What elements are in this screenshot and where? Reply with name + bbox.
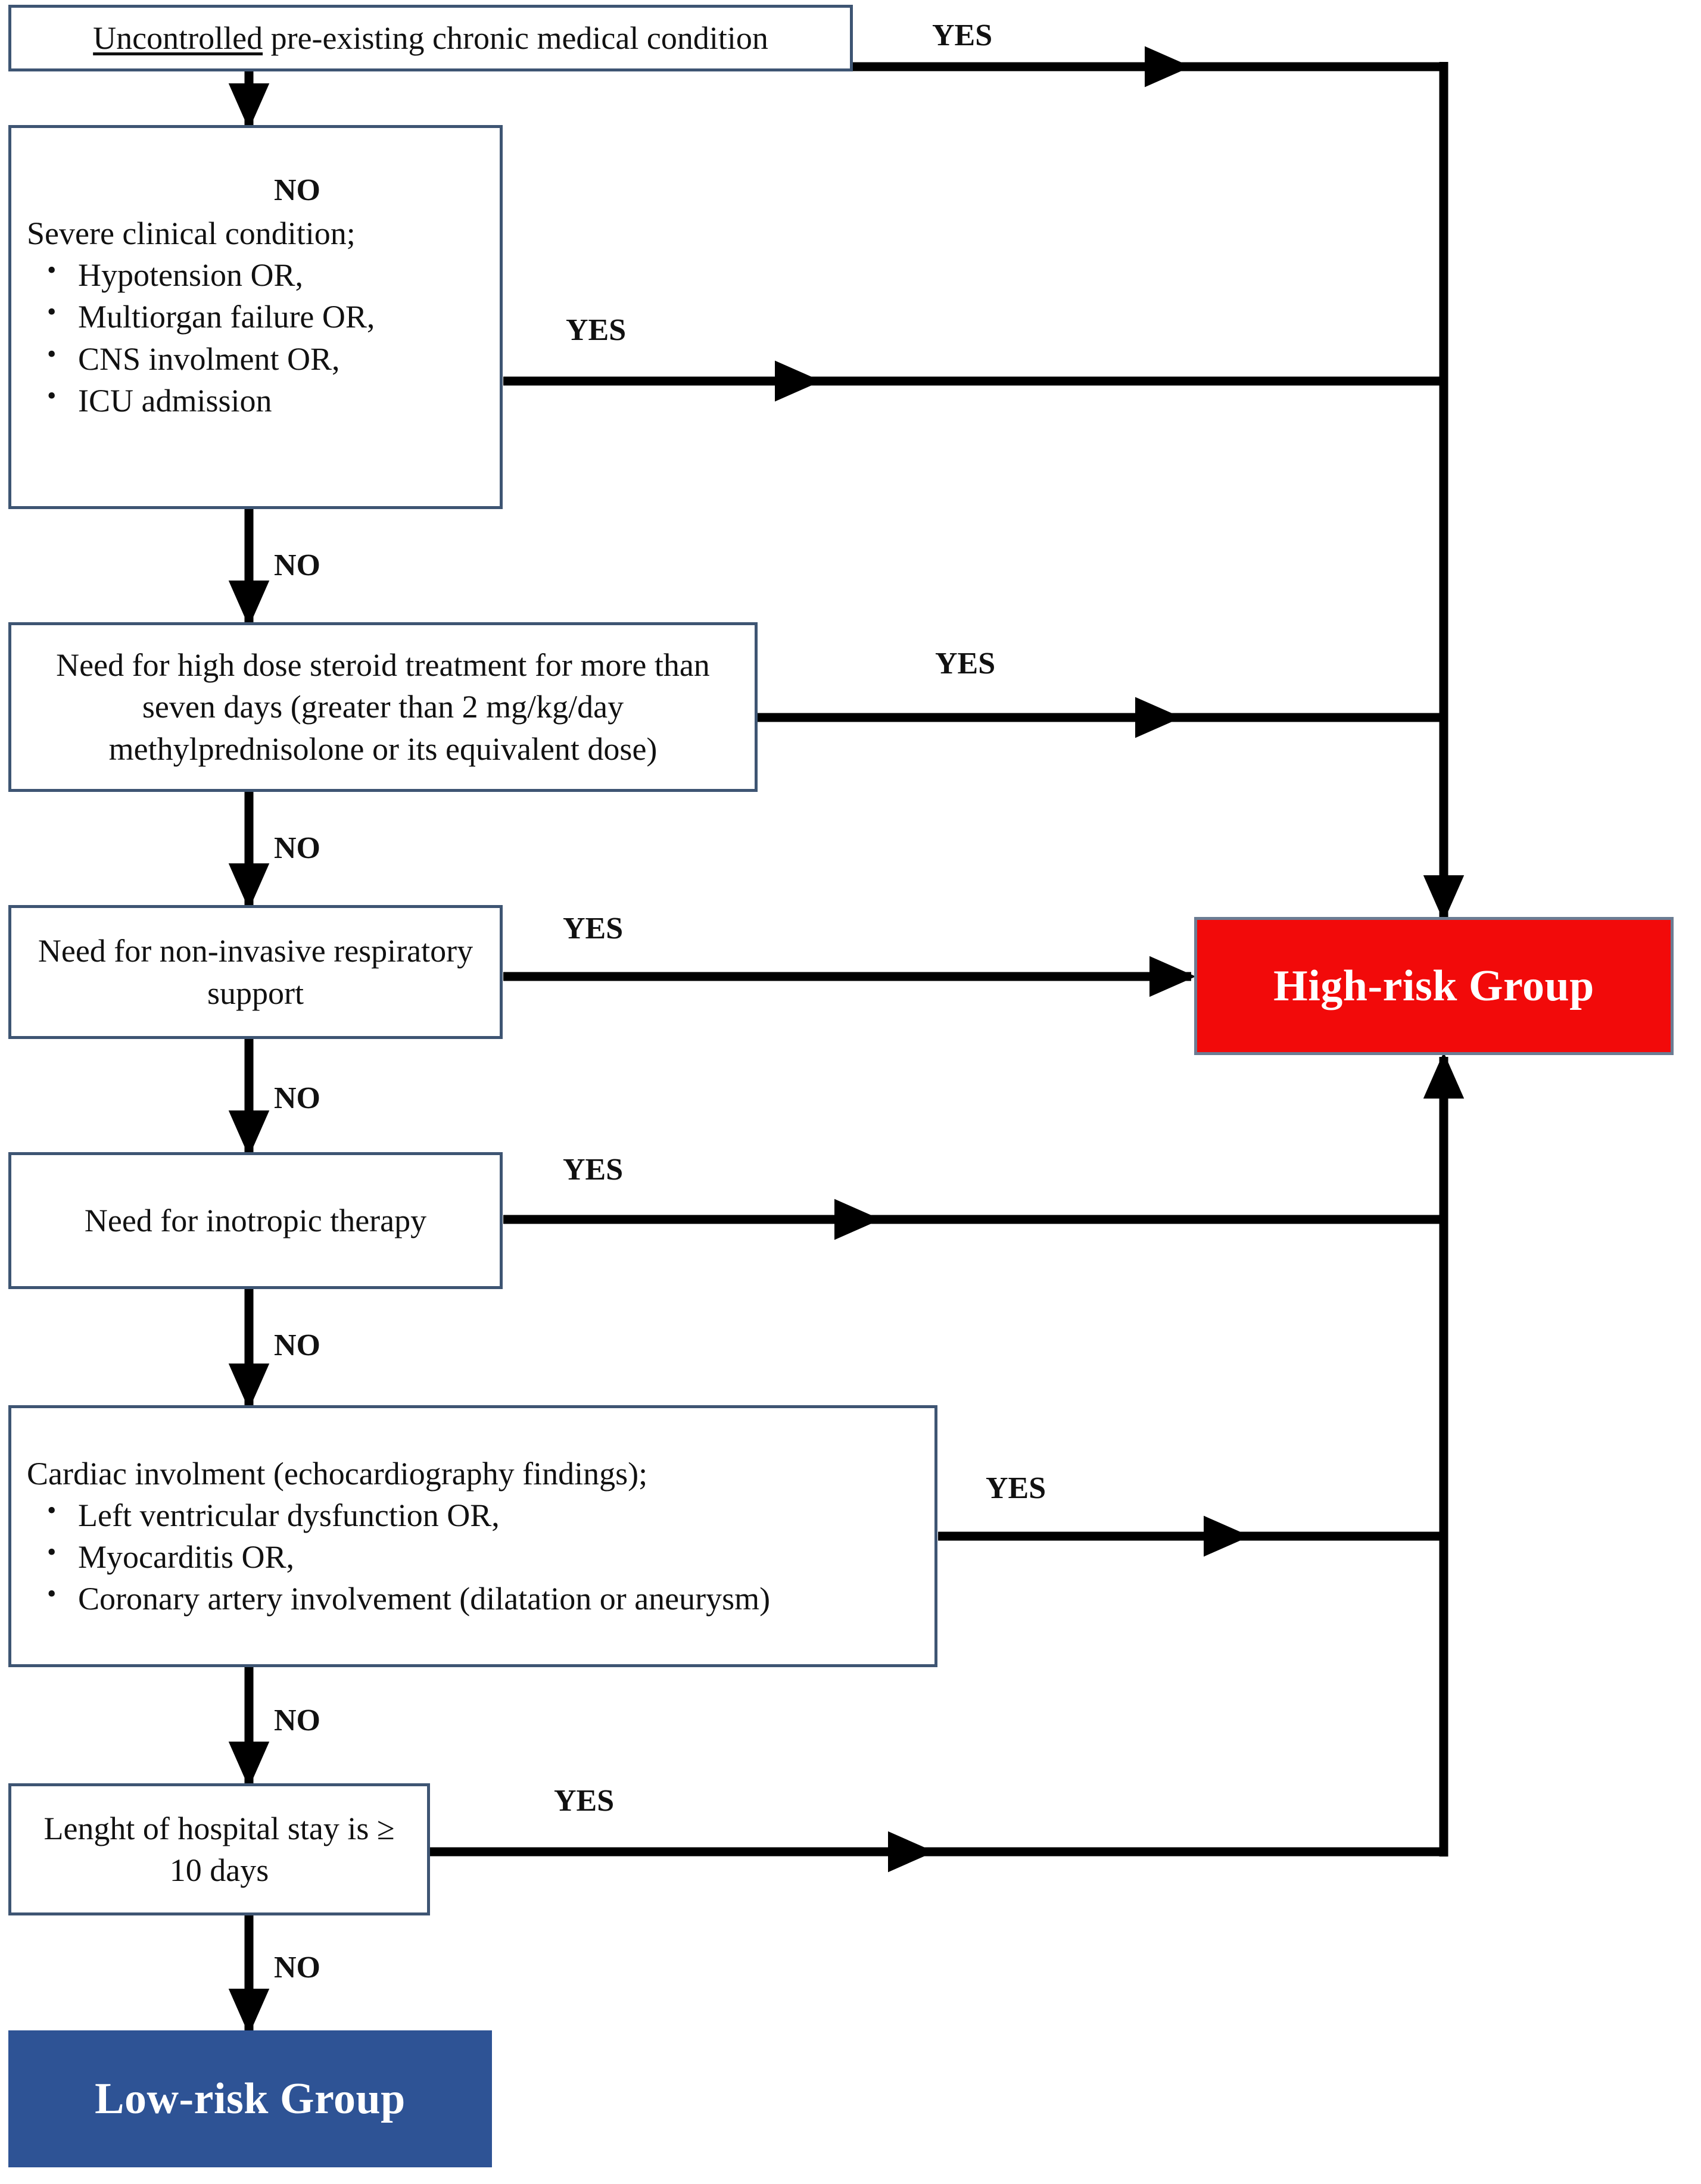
high-risk-label: High-risk Group [1273,961,1594,1010]
edge-label-no-steroid: NO [274,831,320,865]
list-item: ICU admission [27,379,484,422]
node-high-risk-group[interactable]: High-risk Group [1194,917,1674,1055]
list-item: Coronary artery involvement (dilatation … [27,1577,919,1620]
edge-label-yes-inotropic: YES [563,1153,624,1187]
node-severe-bullets: Hypotension OR, Multiorgan failure OR, C… [27,253,484,422]
edge-label-no-respiratory: NO [274,1081,320,1115]
node-severe[interactable]: Severe clinical condition; Hypotension O… [8,125,503,509]
edge-label-yes-stay: YES [554,1784,615,1818]
node-inotropic-heading: Need for inotropic therapy [84,1202,427,1238]
list-item: Multiorgan failure OR, [27,295,484,338]
node-uncontrolled-rest: pre-existing chronic medical condition [263,20,768,56]
edge-label-yes-severe: YES [566,313,627,347]
node-uncontrolled[interactable]: Uncontrolled pre-existing chronic medica… [8,5,853,71]
edge-label-no-stay: NO [274,1951,320,1985]
node-steroid-heading: Need for high dose steroid treatment for… [56,647,710,767]
edge-label-no-cardiac: NO [274,1703,320,1737]
edge-label-yes-steroid: YES [935,647,996,681]
node-cardiac-heading: Cardiac involment (echocardiography find… [27,1455,648,1492]
edge-label-yes-cardiac: YES [986,1471,1046,1505]
node-stay[interactable]: Lenght of hospital stay is ≥ 10 days [8,1783,430,1915]
list-item: Left ventricular dysfunction OR, [27,1493,919,1536]
edge-label-yes-respiratory: YES [563,912,624,946]
edge-label-no-uncontrolled: NO [274,173,320,207]
node-respiratory[interactable]: Need for non-invasive respiratory suppor… [8,905,503,1039]
list-item: Hypotension OR, [27,253,484,296]
list-item: CNS involment OR, [27,337,484,380]
list-item: Myocarditis OR, [27,1535,919,1578]
node-cardiac[interactable]: Cardiac involment (echocardiography find… [8,1405,937,1667]
node-stay-heading: Lenght of hospital stay is ≥ 10 days [43,1810,395,1888]
node-respiratory-heading: Need for non-invasive respiratory suppor… [38,933,473,1011]
node-steroid[interactable]: Need for high dose steroid treatment for… [8,622,758,792]
node-severe-heading: Severe clinical condition; [27,216,356,252]
low-risk-label: Low-risk Group [95,2074,406,2123]
node-low-risk-group[interactable]: Low-risk Group [8,2030,492,2167]
edge-label-no-severe: NO [274,548,320,582]
node-inotropic[interactable]: Need for inotropic therapy [8,1152,503,1289]
edge-label-yes-uncontrolled: YES [932,18,993,52]
edge-label-no-inotropic: NO [274,1328,320,1362]
node-uncontrolled-underlined: Uncontrolled [93,20,263,56]
node-cardiac-bullets: Left ventricular dysfunction OR, Myocard… [27,1493,919,1620]
